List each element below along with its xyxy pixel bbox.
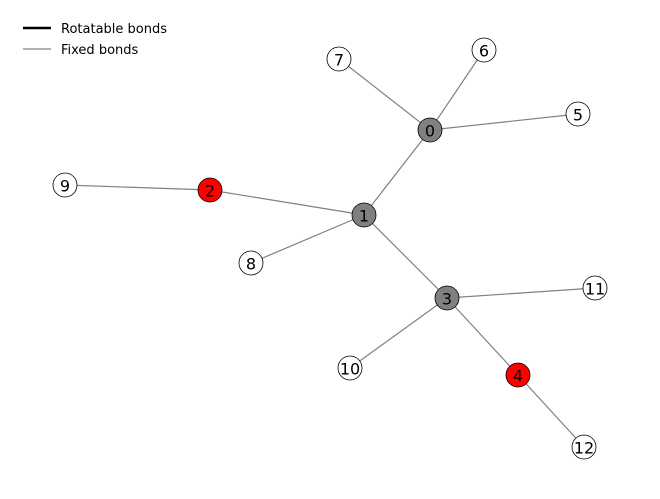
- node-1: 1: [351, 202, 377, 228]
- edge-1-8: [250, 214, 365, 264]
- legend-rotatable-label: Rotatable bonds: [61, 22, 167, 37]
- edge-3-10: [349, 297, 448, 369]
- node-circle-12: [571, 434, 597, 460]
- legend-fixed-label: Fixed bonds: [61, 43, 139, 58]
- node-label-6: 6: [479, 42, 489, 61]
- edge-3-11: [446, 287, 596, 299]
- edge-1-2: [209, 189, 365, 216]
- node-label-1: 1: [359, 207, 369, 226]
- node-8: 8: [238, 250, 264, 276]
- edges-layer: [64, 49, 596, 448]
- node-circle-1: [351, 202, 377, 228]
- node-0: 0: [417, 117, 443, 143]
- node-4: 4: [505, 362, 531, 388]
- node-circle-9: [52, 172, 78, 198]
- node-circle-5: [565, 101, 591, 127]
- node-label-5: 5: [573, 106, 583, 125]
- node-label-11: 11: [585, 280, 605, 299]
- node-label-4: 4: [513, 367, 523, 386]
- edge-0-7: [338, 58, 431, 131]
- edge-0-5: [429, 113, 579, 131]
- node-circle-0: [417, 117, 443, 143]
- node-circle-10: [337, 355, 363, 381]
- edge-3-4: [446, 297, 519, 376]
- node-5: 5: [565, 101, 591, 127]
- node-11: 11: [582, 275, 608, 301]
- node-2: 2: [197, 177, 223, 203]
- node-label-10: 10: [340, 360, 360, 379]
- edge-0-1: [363, 129, 431, 216]
- node-6: 6: [471, 37, 497, 63]
- node-label-7: 7: [334, 51, 344, 70]
- node-circle-11: [582, 275, 608, 301]
- node-label-3: 3: [442, 290, 452, 309]
- node-9: 9: [52, 172, 78, 198]
- node-label-9: 9: [60, 177, 70, 196]
- edge-1-3: [363, 214, 448, 299]
- node-label-12: 12: [574, 439, 594, 458]
- node-label-8: 8: [246, 255, 256, 274]
- node-circle-6: [471, 37, 497, 63]
- node-circle-7: [326, 46, 352, 72]
- node-3: 3: [434, 285, 460, 311]
- node-label-0: 0: [425, 122, 435, 141]
- node-circle-8: [238, 250, 264, 276]
- node-circle-3: [434, 285, 460, 311]
- node-circle-4: [505, 362, 531, 388]
- edge-2-9: [64, 184, 211, 191]
- node-circle-2: [197, 177, 223, 203]
- legend: Rotatable bonds Fixed bonds: [23, 22, 167, 58]
- node-10: 10: [337, 355, 363, 381]
- node-7: 7: [326, 46, 352, 72]
- edge-0-6: [429, 49, 485, 131]
- node-12: 12: [571, 434, 597, 460]
- node-label-2: 2: [205, 182, 215, 201]
- edge-4-12: [517, 374, 585, 448]
